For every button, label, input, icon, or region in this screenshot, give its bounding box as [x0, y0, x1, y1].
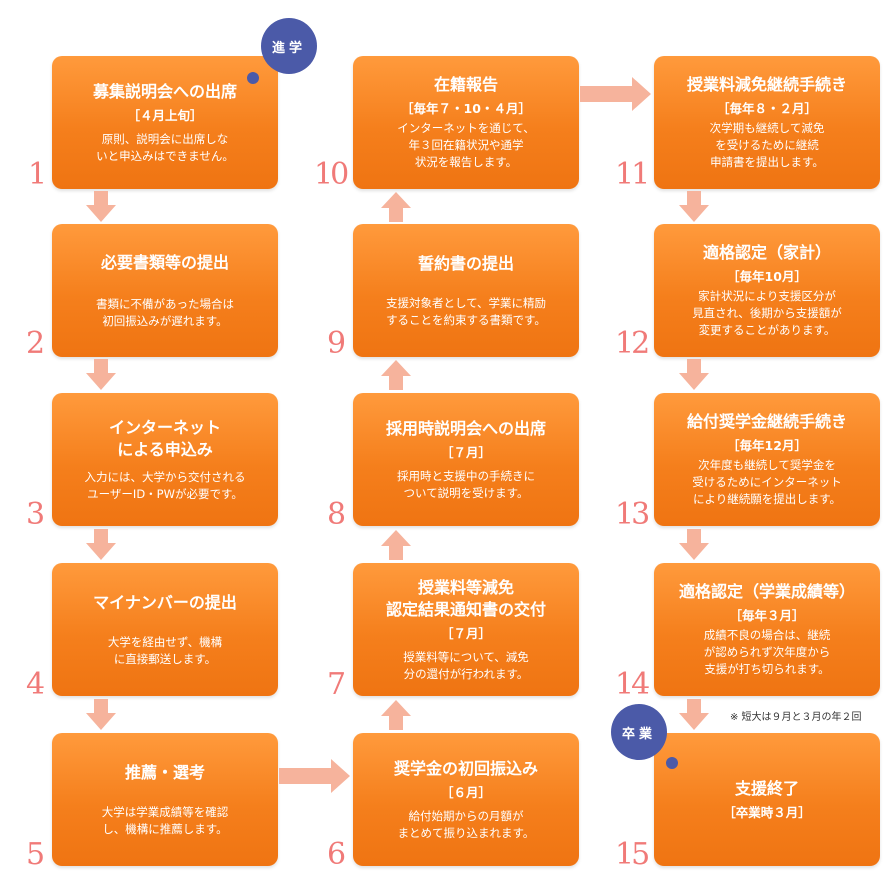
graduation-bubble-tail — [666, 757, 678, 769]
step-description: 入力には、大学から交付される ユーザーID・PWが必要です。 — [84, 469, 246, 501]
step-title: 在籍報告 — [433, 75, 498, 94]
step-period: ［６月］ — [440, 784, 491, 800]
step-period: ［毎年３月］ — [729, 608, 805, 623]
step-title: 推薦・選考 — [124, 762, 205, 782]
step-description: 採用時と支援中の手続きに ついて説明を受けます。 — [397, 468, 535, 500]
step-1-box: 募集説明会への出席 ［４月上旬］ 原則、説明会に出席しな いと申込みはできません… — [52, 56, 278, 189]
arrow-down-icon — [679, 191, 709, 222]
step-period: ［毎年８・２月］ — [716, 101, 817, 116]
arrow-down-icon — [679, 359, 709, 390]
step-description: 成績不良の場合は、継続 が認められず次年度から 支援が打ち切られます。 — [703, 628, 831, 676]
arrow-down-icon — [679, 529, 709, 560]
arrow-down-icon — [86, 191, 116, 222]
step-description: インターネットを通じて、 年３回在籍状況や通学 状況を報告します。 — [397, 121, 535, 169]
step-number-15: 15 — [615, 837, 650, 872]
step-period: ［４月上旬］ — [127, 107, 203, 123]
step-title: 給付奨学金継続手続き — [686, 412, 847, 431]
arrow-up-icon — [381, 360, 411, 390]
step-title: 奨学金の初回振込み — [393, 758, 538, 778]
entry-bubble: 進学 — [261, 18, 317, 74]
step-number-5: 5 — [26, 837, 45, 872]
entry-bubble-tail — [247, 72, 259, 84]
step-description: 次年度も継続して奨学金を 受けるためにインターネット により継続願を提出します。 — [692, 458, 842, 506]
step-title: 必要書類等の提出 — [100, 252, 229, 272]
step-description: 授業料等について、減免 分の還付が行われます。 — [403, 649, 529, 681]
step-14-box: 適格認定（学業成績等） ［毎年３月］ 成績不良の場合は、継続 が認められず次年度… — [654, 563, 880, 696]
arrow-up-icon — [381, 700, 411, 730]
arrow-down-icon — [86, 359, 116, 390]
step-number-8: 8 — [327, 497, 346, 532]
step-description: 家計状況により支援区分が 見直され、後期から支援額が 変更することがあります。 — [692, 289, 842, 337]
step-title: マイナンバーの提出 — [93, 592, 237, 612]
step-period: ［毎年12月］ — [727, 438, 807, 453]
step-title: インターネット による申込み — [108, 417, 221, 459]
step-title: 支援終了 — [734, 778, 799, 798]
step-title: 採用時説明会への出席 — [385, 418, 546, 438]
step-number-6: 6 — [327, 837, 346, 872]
step-13-box: 給付奨学金継続手続き ［毎年12月］ 次年度も継続して奨学金を 受けるためにイン… — [654, 393, 880, 526]
step-period: ［卒業時３月］ — [723, 804, 811, 820]
arrow-right-icon — [580, 77, 651, 111]
step-title: 誓約書の提出 — [417, 253, 514, 273]
step-2-box: 必要書類等の提出 書類に不備があった場合は 初回振込みが遅れます。 — [52, 224, 278, 357]
step-title: 授業料等減免 認定結果通知書の交付 — [385, 577, 546, 619]
step-description: 大学は学業成績等を確認 し、機構に推薦します。 — [101, 804, 229, 836]
step-period: ［毎年10月］ — [727, 269, 807, 284]
arrow-down-icon — [679, 699, 709, 730]
graduation-bubble: 卒業 — [611, 704, 667, 760]
step-number-1: 1 — [28, 157, 47, 192]
step-15-box: 支援終了 ［卒業時３月］ — [654, 733, 880, 866]
step-description: 原則、説明会に出席しな いと申込みはできません。 — [96, 131, 234, 163]
step-number-4: 4 — [26, 667, 45, 702]
step-6-box: 奨学金の初回振込み ［６月］ 給付始期からの月額が まとめて振り込まれます。 — [353, 733, 579, 866]
step-period: ［７月］ — [440, 625, 491, 641]
step-number-9: 9 — [327, 326, 346, 361]
step-3-box: インターネット による申込み 入力には、大学から交付される ユーザーID・PWが… — [52, 393, 278, 526]
arrow-right-icon — [279, 759, 350, 793]
step-title: 募集説明会への出席 — [92, 81, 237, 101]
arrow-down-icon — [86, 699, 116, 730]
step-number-12: 12 — [615, 326, 650, 361]
step-7-box: 授業料等減免 認定結果通知書の交付 ［７月］ 授業料等について、減免 分の還付が… — [353, 563, 579, 696]
step-number-2: 2 — [26, 326, 45, 361]
step-12-box: 適格認定（家計） ［毎年10月］ 家計状況により支援区分が 見直され、後期から支… — [654, 224, 880, 357]
arrow-up-icon — [381, 530, 411, 560]
step-period: ［７月］ — [440, 444, 491, 460]
footnote: ※ 短大は９月と３月の年２回 — [730, 712, 862, 723]
step-number-13: 13 — [615, 497, 650, 532]
step-description: 次学期も継続して減免 を受けるために継続 申請書を提出します。 — [709, 121, 825, 169]
step-9-box: 誓約書の提出 支援対象者として、学業に精励 することを約束する書類です。 — [353, 224, 579, 357]
step-number-3: 3 — [26, 497, 45, 532]
step-description: 書類に不備があった場合は 初回振込みが遅れます。 — [96, 296, 234, 328]
step-10-box: 在籍報告 ［毎年７・10・４月］ インターネットを通じて、 年３回在籍状況や通学… — [353, 56, 579, 189]
step-11-box: 授業料減免継続手続き ［毎年８・２月］ 次学期も継続して減免 を受けるために継続… — [654, 56, 880, 189]
step-description: 支援対象者として、学業に精励 することを約束する書類です。 — [385, 295, 547, 327]
step-number-7: 7 — [327, 667, 346, 702]
step-5-box: 推薦・選考 大学は学業成績等を確認 し、機構に推薦します。 — [52, 733, 278, 866]
step-title: 授業料減免継続手続き — [686, 75, 847, 94]
step-number-10: 10 — [314, 157, 349, 192]
step-description: 給付始期からの月額が まとめて振り込まれます。 — [397, 808, 535, 840]
arrow-down-icon — [86, 529, 116, 560]
step-4-box: マイナンバーの提出 大学を経由せず、機構 に直接郵送します。 — [52, 563, 278, 696]
step-title: 適格認定（学業成績等） — [678, 582, 855, 601]
step-period: ［毎年７・10・４月］ — [401, 101, 531, 116]
step-title: 適格認定（家計） — [702, 243, 831, 262]
arrow-up-icon — [381, 192, 411, 222]
step-description: 大学を経由せず、機構 に直接郵送します。 — [107, 634, 223, 666]
step-number-11: 11 — [615, 157, 650, 192]
step-8-box: 採用時説明会への出席 ［７月］ 採用時と支援中の手続きに ついて説明を受けます。 — [353, 393, 579, 526]
step-number-14: 14 — [615, 667, 650, 702]
